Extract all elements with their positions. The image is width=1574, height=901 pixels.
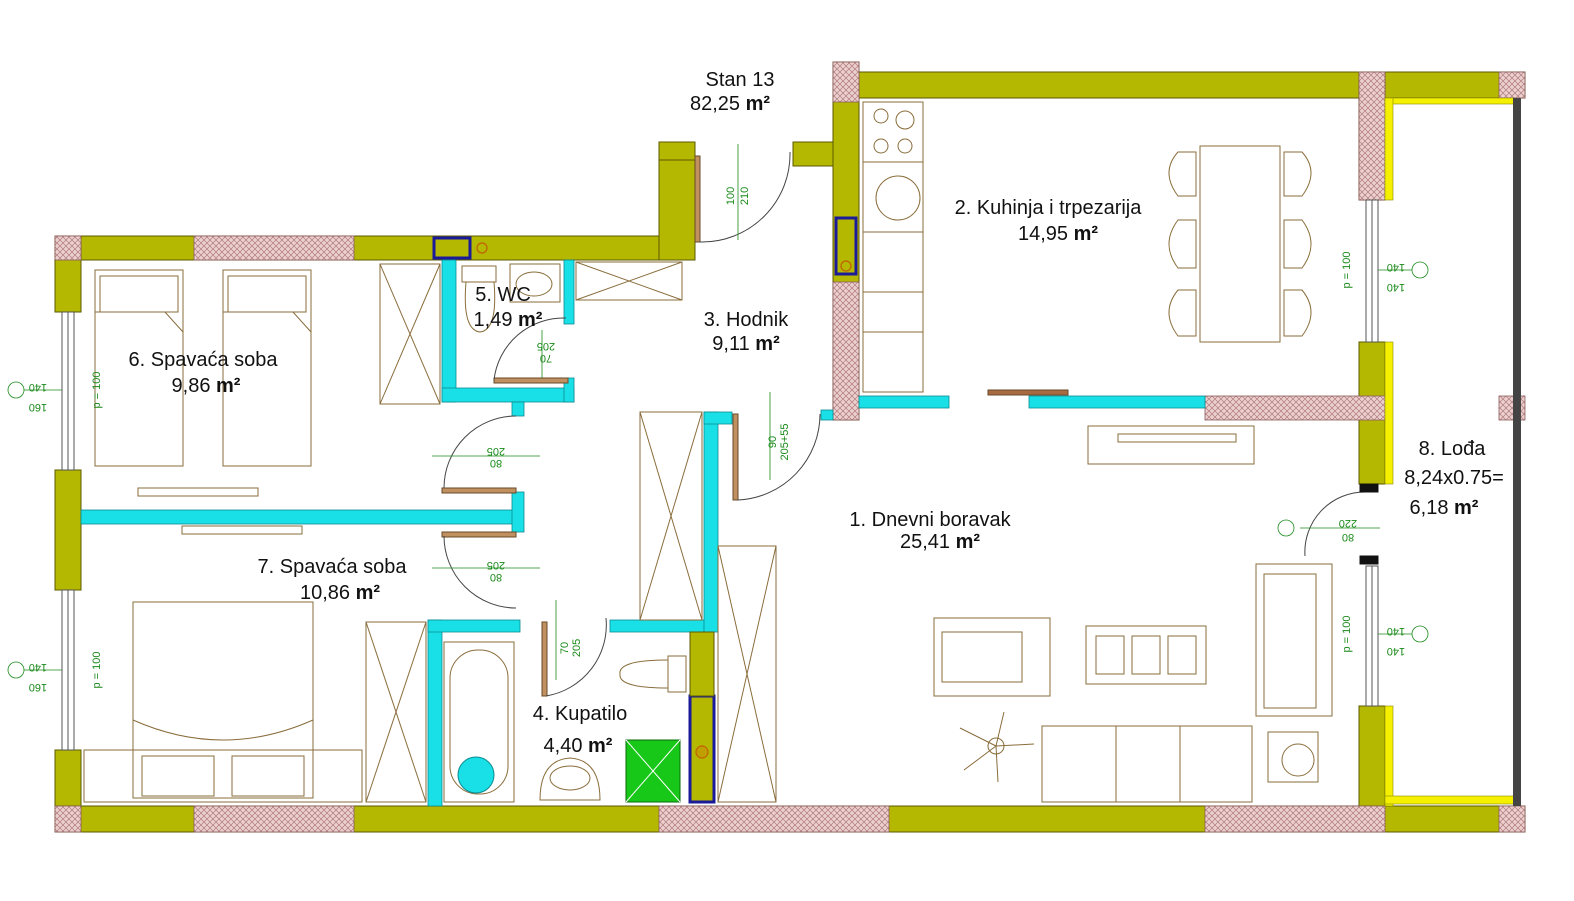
room-name-dnevni: 1. Dnevni boravak xyxy=(849,509,1011,531)
room-area-dnevni: 25,41 m² xyxy=(900,531,980,553)
shaft-pipes xyxy=(476,242,852,759)
dim-living-width: 90 xyxy=(767,436,779,448)
dim-room6-width: 80 xyxy=(490,457,502,469)
furniture xyxy=(83,101,1333,803)
room-area-kuhinja: 14,95 m² xyxy=(1018,223,1098,245)
win-left-bottom-w: 140 xyxy=(29,661,47,673)
room-area-wc: 1,49 m² xyxy=(474,309,543,331)
room-name-kupatilo: 4. Kupatilo xyxy=(533,703,628,725)
win-right-top-h: 140 xyxy=(1387,281,1405,293)
hatched-walls xyxy=(54,61,1526,833)
win-left-bottom-h: 160 xyxy=(29,681,47,693)
apartment-name: Stan 13 xyxy=(706,69,775,91)
sill-right-top: p = 100 xyxy=(1341,251,1353,288)
shower-tray xyxy=(457,739,681,803)
win-right-top-w: 140 xyxy=(1387,261,1405,273)
win-left-top-w: 140 xyxy=(29,381,47,393)
room-dims-lodja: 8,24x0.75= xyxy=(1404,467,1504,489)
room-area-soba7: 10,86 m² xyxy=(300,582,380,604)
sill-left-top: p = 100 xyxy=(91,371,103,408)
dimension-lines xyxy=(7,144,1429,680)
win-left-top-h: 160 xyxy=(29,401,47,413)
dim-room6-height: 205 xyxy=(487,445,505,457)
dim-entry-width: 100 xyxy=(725,187,737,205)
dim-bath-height: 205 xyxy=(571,639,583,657)
room-area-soba6: 9,86 m² xyxy=(172,375,241,397)
dim-wc-width: 70 xyxy=(540,352,552,364)
dim-room7-width: 80 xyxy=(490,571,502,583)
dim-loggia-width: 80 xyxy=(1342,531,1354,543)
room-name-soba6: 6. Spavaća soba xyxy=(129,349,279,371)
bath-wall xyxy=(689,631,715,697)
win-right-bottom-w: 140 xyxy=(1387,625,1405,637)
dim-wc-height: 205 xyxy=(537,340,555,352)
dim-bath-width: 70 xyxy=(559,642,571,654)
room-name-wc: 5. WC xyxy=(475,284,531,306)
dim-living-height: 205+55 xyxy=(779,423,791,460)
doors xyxy=(441,151,1379,697)
windows xyxy=(61,199,1379,751)
loggia-rail xyxy=(1384,97,1521,807)
sill-right-bottom: p = 100 xyxy=(1341,615,1353,652)
dim-entry-height: 210 xyxy=(739,187,751,205)
win-right-bottom-h: 140 xyxy=(1387,645,1405,657)
sill-left-bottom: p = 100 xyxy=(91,651,103,688)
room-name-hodnik: 3. Hodnik xyxy=(704,309,789,331)
room-area-hodnik: 9,11 m² xyxy=(712,333,780,355)
room-name-soba7: 7. Spavaća soba xyxy=(258,556,408,578)
room-area-lodja: 6,18 m² xyxy=(1410,497,1479,519)
room-name-kuhinja: 2. Kuhinja i trpezarija xyxy=(955,197,1143,219)
dim-room7-height: 205 xyxy=(487,559,505,571)
apartment-area: 82,25 m² xyxy=(690,93,770,115)
room-name-lodja: 8. Lođa xyxy=(1419,438,1487,460)
room-area-kupatilo: 4,40 m² xyxy=(544,735,613,757)
partitions xyxy=(80,259,1206,807)
dim-loggia-height: 220 xyxy=(1339,517,1357,529)
